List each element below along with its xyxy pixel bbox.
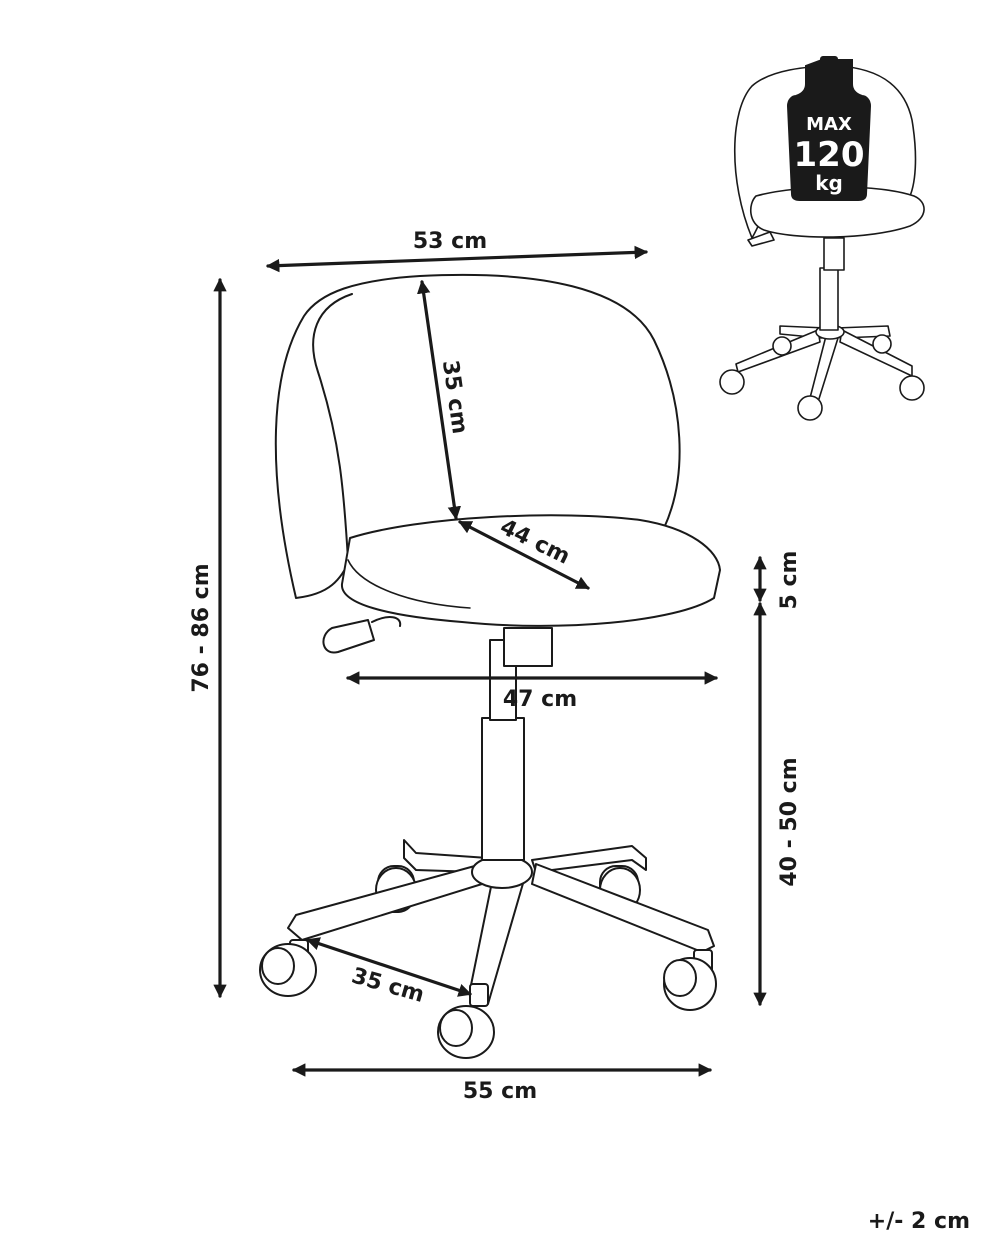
total-height-label: 76 - 86 cm (189, 563, 214, 692)
seat-height-label: 40 - 50 cm (777, 757, 802, 886)
leg-length-label: 35 cm (349, 964, 427, 1008)
seat-thickness-label: 5 cm (777, 551, 802, 610)
mini-lever (747, 231, 775, 247)
max-load-line1: MAX (806, 114, 852, 135)
caster-front-center (437, 983, 495, 1059)
base-star (287, 839, 715, 1005)
mini-base (719, 237, 925, 421)
height-lever (322, 616, 402, 654)
back-width-arrow (265, 245, 649, 273)
back-width-label: 53 cm (413, 229, 487, 254)
tolerance-note: +/- 2 cm (868, 1209, 970, 1234)
backrest-height-arrow (416, 280, 462, 520)
main-chair-drawing (259, 273, 721, 1059)
base-width-label: 55 cm (463, 1079, 537, 1104)
max-load-weight-icon (786, 56, 872, 201)
gas-lift-column (481, 627, 553, 861)
caster-front-left (259, 939, 317, 997)
seat-depth-arrow (458, 520, 590, 590)
seat-width-label: 47 cm (503, 687, 577, 712)
caster-front-right (663, 949, 717, 1011)
leg-length-arrow (306, 937, 472, 997)
dimension-lines (213, 245, 767, 1077)
load-capacity-illustration: MAX 120 kg (719, 56, 925, 421)
max-load-line2: 120 (794, 135, 865, 175)
max-load-line3: kg (815, 171, 843, 195)
